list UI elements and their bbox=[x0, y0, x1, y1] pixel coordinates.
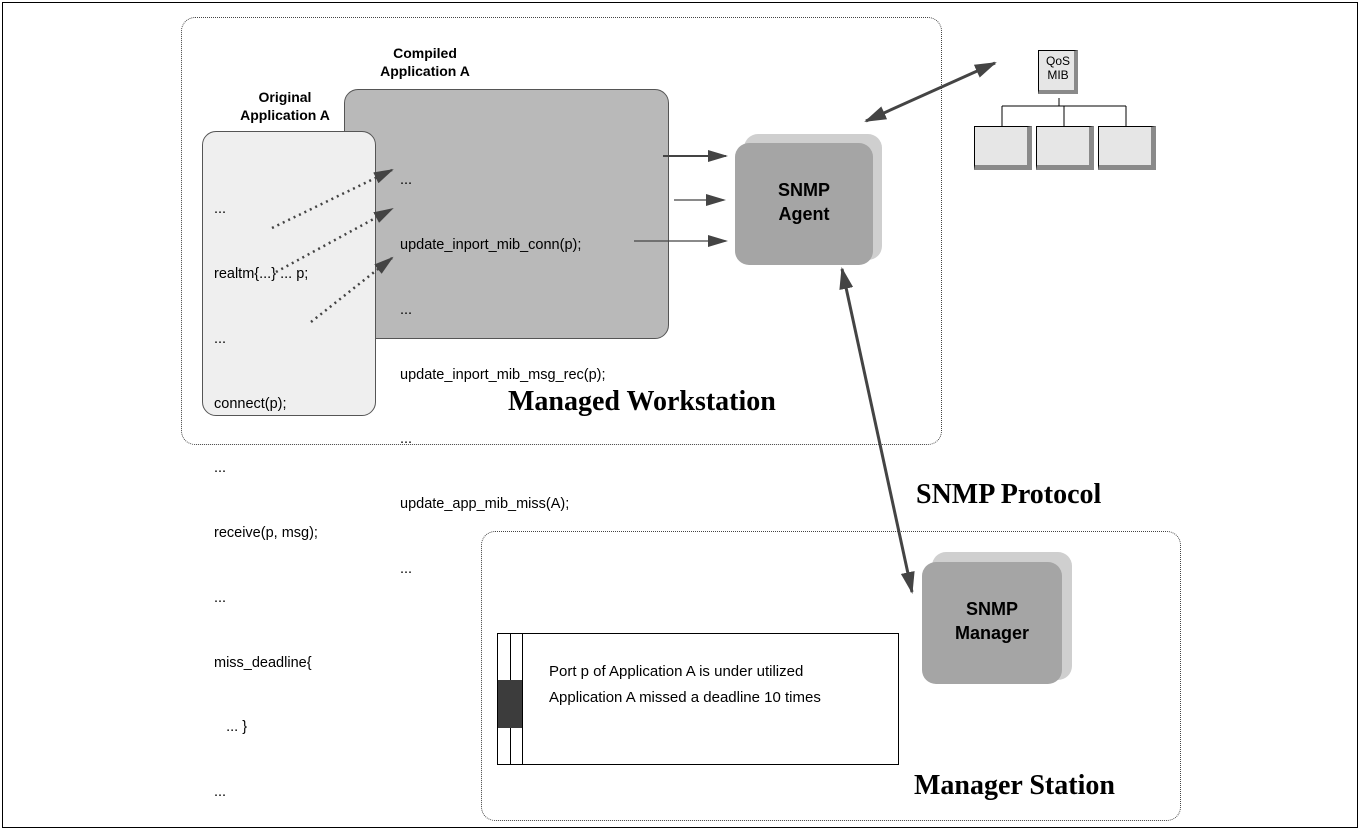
compiled-code-block: ... update_inport_mib_conn(p); ... updat… bbox=[400, 127, 606, 602]
manager-line-2: Manager bbox=[954, 623, 1030, 643]
console-scrollbar-track[interactable] bbox=[498, 634, 523, 764]
agent-line-1: SNMP bbox=[777, 180, 830, 200]
manager-line-1: SNMP bbox=[965, 599, 1018, 619]
manager-station-title: Manager Station bbox=[914, 770, 1115, 801]
original-title-line-2: Application A bbox=[240, 107, 330, 123]
original-code-block: ... realtm{...} ... p; ... connect(p); .… bbox=[214, 156, 318, 825]
managed-workstation-region bbox=[181, 17, 942, 445]
compiled-code-line: update_inport_mib_msg_rec(p); bbox=[400, 366, 606, 383]
compiled-code-line: ... bbox=[400, 172, 413, 189]
original-code-line: ... } bbox=[214, 719, 248, 736]
original-code-line: ... bbox=[214, 589, 227, 606]
original-code-line: ... bbox=[214, 201, 227, 218]
console-window: Port p of Application A is under utilize… bbox=[497, 633, 899, 765]
original-code-line: ... bbox=[214, 460, 227, 477]
console-scrollbar-thumb[interactable] bbox=[498, 680, 522, 728]
snmp-protocol-title: SNMP Protocol bbox=[916, 479, 1102, 510]
console-message: Application A missed a deadline 10 times bbox=[549, 689, 821, 706]
console-message: Port p of Application A is under utilize… bbox=[549, 663, 804, 680]
arrow-agent-manager bbox=[839, 267, 915, 594]
snmp-manager-label: SNMP Manager bbox=[922, 597, 1062, 645]
compiled-code-line: update_app_mib_miss(A); bbox=[400, 496, 570, 513]
compiled-code-line: ... bbox=[400, 301, 413, 318]
original-code-line: ... bbox=[214, 330, 227, 347]
snmp-agent-label: SNMP Agent bbox=[735, 178, 873, 226]
qos-mib-line-1: QoS bbox=[1045, 54, 1070, 68]
console-messages: Port p of Application A is under utilize… bbox=[549, 659, 821, 711]
compiled-code-line: update_inport_mib_conn(p); bbox=[400, 236, 582, 253]
original-code-line: receive(p, msg); bbox=[214, 525, 318, 542]
snmp-manager-box bbox=[922, 562, 1062, 684]
compiled-application-title: Compiled Application A bbox=[360, 44, 490, 80]
qos-mib-root-node bbox=[1038, 50, 1078, 94]
mib-child-node bbox=[1098, 126, 1156, 170]
original-code-line: connect(p); bbox=[214, 395, 287, 412]
compiled-application-box bbox=[344, 89, 669, 339]
mib-child-node bbox=[974, 126, 1032, 170]
arrow-agent-mib bbox=[864, 61, 997, 123]
mib-tree-lines bbox=[1001, 98, 1127, 126]
snmp-agent-box bbox=[735, 143, 873, 265]
qos-mib-line-2: MIB bbox=[1047, 68, 1069, 82]
dotted-arrow-miss bbox=[310, 256, 394, 323]
original-title-line-1: Original bbox=[258, 89, 312, 105]
agent-line-2: Agent bbox=[778, 204, 830, 224]
original-code-line: realtm{...} ... p; bbox=[214, 265, 309, 282]
original-application-box bbox=[202, 131, 376, 416]
compiled-title-line-2: Application A bbox=[380, 63, 470, 79]
qos-mib-label: QoS MIB bbox=[1038, 54, 1078, 82]
compiled-code-line: ... bbox=[400, 560, 413, 577]
original-code-line: miss_deadline{ bbox=[214, 654, 312, 671]
dotted-arrow-receive bbox=[275, 207, 394, 274]
mib-child-node bbox=[1036, 126, 1094, 170]
original-application-title: Original Application A bbox=[220, 88, 350, 124]
manager-station-region bbox=[481, 531, 1181, 821]
managed-workstation-title: Managed Workstation bbox=[508, 386, 776, 417]
compiled-code-line: ... bbox=[400, 431, 413, 448]
compiled-title-line-1: Compiled bbox=[393, 45, 457, 61]
original-code-line: ... bbox=[214, 784, 227, 801]
dotted-arrow-connect bbox=[271, 168, 394, 230]
